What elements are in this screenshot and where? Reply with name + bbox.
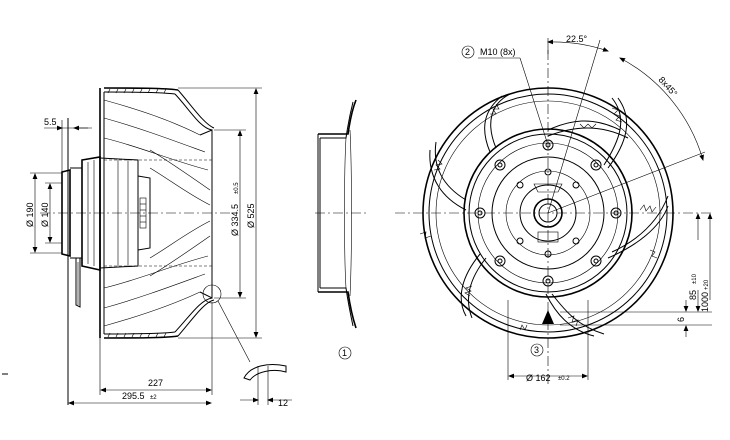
dim-len295: 295.5 [122, 391, 145, 401]
dim-detail: 12 [278, 398, 288, 408]
dim-d525: Ø 525 [246, 203, 256, 228]
dim-h85-tol: ±10 [692, 273, 698, 284]
dim-d334-tol: ±0.5 [234, 182, 240, 194]
inlet-ring-view: 1 [315, 99, 368, 360]
dim-len227: 227 [148, 378, 163, 388]
front-view: 22.5° 8x45° 2 M10 (8x) Ø 162 ±0.2 3 6 85… [395, 34, 713, 385]
dim-d162: Ø 162 [526, 373, 551, 383]
dim-d334: Ø 334.5 [230, 204, 240, 236]
thread-label: M10 (8x) [480, 47, 516, 57]
dim-d140: Ø 140 [40, 202, 50, 227]
dim-h85: 85 [688, 290, 698, 300]
dim-gap: 5.5 [44, 117, 57, 127]
dim-len295-tol: ±2 [150, 395, 157, 401]
dim-h1000: 1000 [700, 292, 710, 312]
dim-d162-tol: ±0.2 [558, 376, 570, 382]
angle-22-5: 22.5° [566, 34, 588, 44]
dim-d190: Ø 190 [25, 202, 35, 227]
callout-thread: 2 [465, 47, 470, 57]
dim-h6: 6 [676, 317, 686, 322]
dim-h1000-tol: +20 [704, 279, 710, 290]
side-view: 12 5.5 Ø 190 Ø 140 Ø 334.5 ±0.5 Ø 525 [2, 87, 292, 408]
callout-inlet-ring: 1 [342, 348, 347, 358]
angle-8x45: 8x45° [657, 75, 680, 99]
callout-hub: 3 [534, 345, 539, 355]
